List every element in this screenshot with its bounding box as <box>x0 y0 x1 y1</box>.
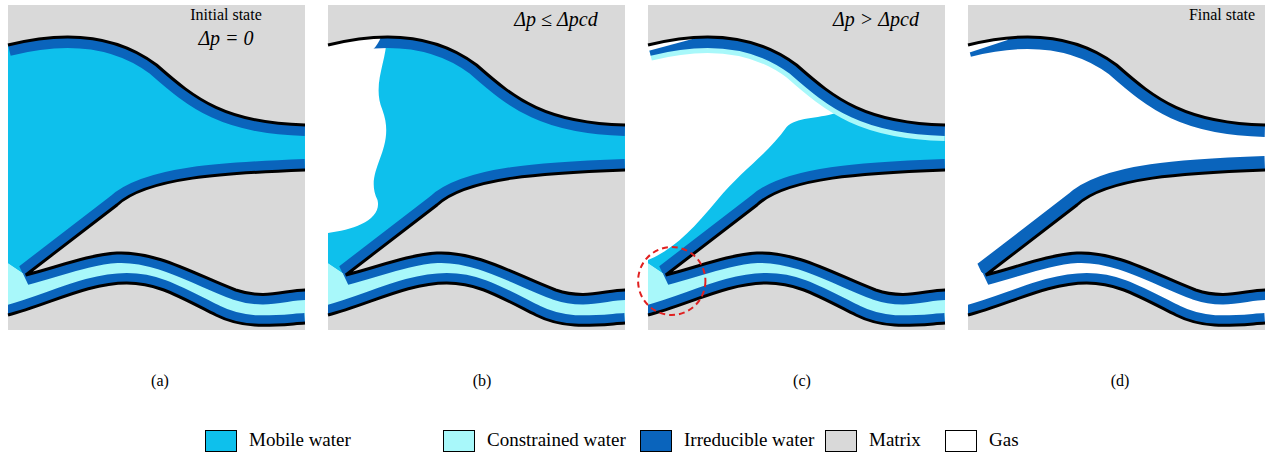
legend-swatch <box>443 430 475 452</box>
panel-letter: (b) <box>473 372 492 390</box>
panel-d <box>968 5 1265 330</box>
panel-letter: (a) <box>151 372 169 390</box>
legend-swatch <box>945 430 977 452</box>
state-label: Final state <box>1189 6 1255 24</box>
panel-b <box>328 5 625 330</box>
legend-text: Constrained water <box>487 429 626 451</box>
legend-swatch <box>640 430 672 452</box>
state-label: Initial state <box>190 6 262 24</box>
legend-text: Irreducible water <box>684 429 814 451</box>
legend-swatch <box>205 430 237 452</box>
pressure-label: Δp ≤ Δpcd <box>514 8 597 31</box>
legend-text: Mobile water <box>249 429 351 451</box>
panel-c <box>638 5 945 330</box>
legend-swatch <box>825 430 857 452</box>
panel-a <box>8 5 305 330</box>
pressure-label: Δp = 0 <box>198 27 253 50</box>
pressure-label: Δp > Δpcd <box>833 8 919 31</box>
panel-letter: (c) <box>793 372 811 390</box>
panel-letter: (d) <box>1111 372 1130 390</box>
legend-text: Matrix <box>869 429 921 451</box>
legend-text: Gas <box>989 429 1019 451</box>
